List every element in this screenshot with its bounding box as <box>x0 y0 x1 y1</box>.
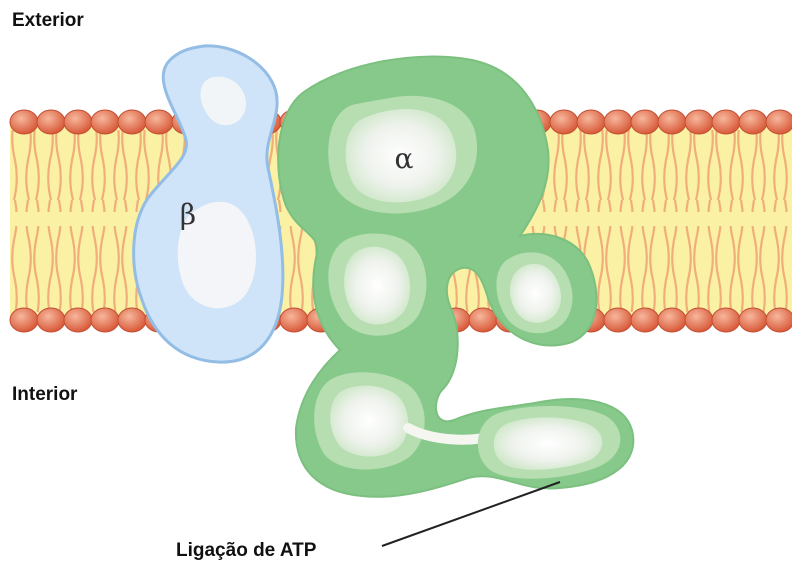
lipid-head <box>10 110 38 134</box>
lipid-head <box>685 308 713 332</box>
lipid-head <box>658 110 686 134</box>
lipid-head <box>658 308 686 332</box>
lipid-head <box>64 308 92 332</box>
beta-label: β <box>180 198 196 231</box>
lipid-head <box>631 308 659 332</box>
lipid-head <box>91 308 119 332</box>
lipid-head <box>712 110 740 134</box>
lipid-head <box>631 110 659 134</box>
lipid-head <box>280 308 308 332</box>
lipid-head <box>118 308 146 332</box>
lipid-head <box>739 308 767 332</box>
lipid-head <box>145 110 173 134</box>
lipid-head <box>91 110 119 134</box>
lipid-head <box>37 110 65 134</box>
lipid-head <box>766 308 792 332</box>
lipid-head <box>64 110 92 134</box>
alpha-label: α <box>395 142 414 175</box>
atp-binding-label: Ligação de ATP <box>176 540 316 562</box>
lipid-head <box>712 308 740 332</box>
lipid-head <box>10 308 38 332</box>
lipid-head <box>739 110 767 134</box>
lipid-head <box>118 110 146 134</box>
lipid-head <box>577 110 605 134</box>
lipid-head <box>604 308 632 332</box>
lipid-head <box>766 110 792 134</box>
interior-label: Interior <box>12 384 77 406</box>
lipid-head <box>604 110 632 134</box>
lipid-head <box>685 110 713 134</box>
lipid-head <box>550 110 578 134</box>
lipid-head <box>37 308 65 332</box>
beta-subunit <box>134 46 283 362</box>
exterior-label: Exterior <box>12 10 84 32</box>
lipid-head <box>469 308 497 332</box>
